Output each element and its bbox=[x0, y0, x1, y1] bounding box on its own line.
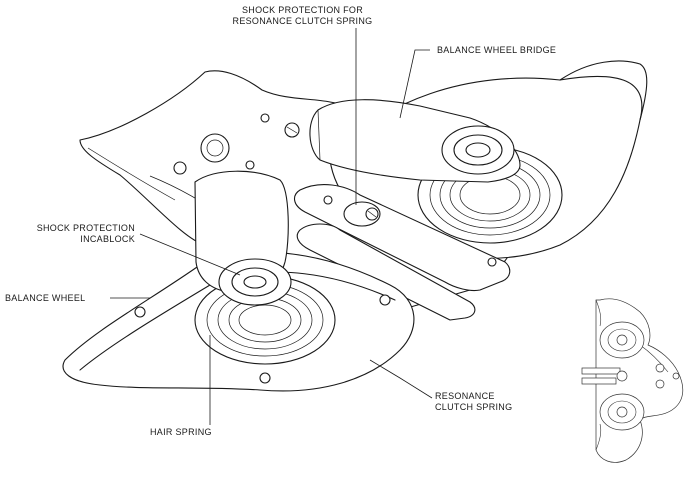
lower-balance-bridge bbox=[194, 170, 292, 306]
label-line: SHOCK PROTECTION bbox=[36, 223, 135, 233]
label-line: SHOCK PROTECTION FOR bbox=[241, 5, 363, 15]
label-balance-wheel-bridge: BALANCE WHEEL BRIDGE bbox=[437, 45, 557, 55]
label-line: INCABLOCK bbox=[80, 234, 135, 244]
label-resonance-clutch-spring: RESONANCE CLUTCH SPRING bbox=[435, 391, 512, 413]
label-hair-spring: HAIR SPRING bbox=[150, 427, 212, 437]
leader-resonance-clutch-spring bbox=[369, 359, 433, 399]
thumbnail-group bbox=[581, 298, 684, 463]
leader-shock-protection-incablock bbox=[139, 233, 241, 276]
label-balance-wheel: BALANCE WHEEL bbox=[5, 293, 86, 303]
label-shock-protection-incablock: SHOCK PROTECTION INCABLOCK bbox=[30, 223, 135, 245]
label-shock-protection-resonance: SHOCK PROTECTION FOR RESONANCE CLUTCH SP… bbox=[210, 5, 395, 27]
resonance-lever-arms bbox=[294, 184, 511, 321]
label-line: CLUTCH SPRING bbox=[435, 402, 513, 412]
label-line: RESONANCE bbox=[435, 391, 495, 401]
label-line: RESONANCE CLUTCH SPRING bbox=[232, 16, 373, 26]
leader-balance-wheel-bridge bbox=[399, 49, 430, 119]
balance-wheel-bridge bbox=[309, 99, 521, 183]
